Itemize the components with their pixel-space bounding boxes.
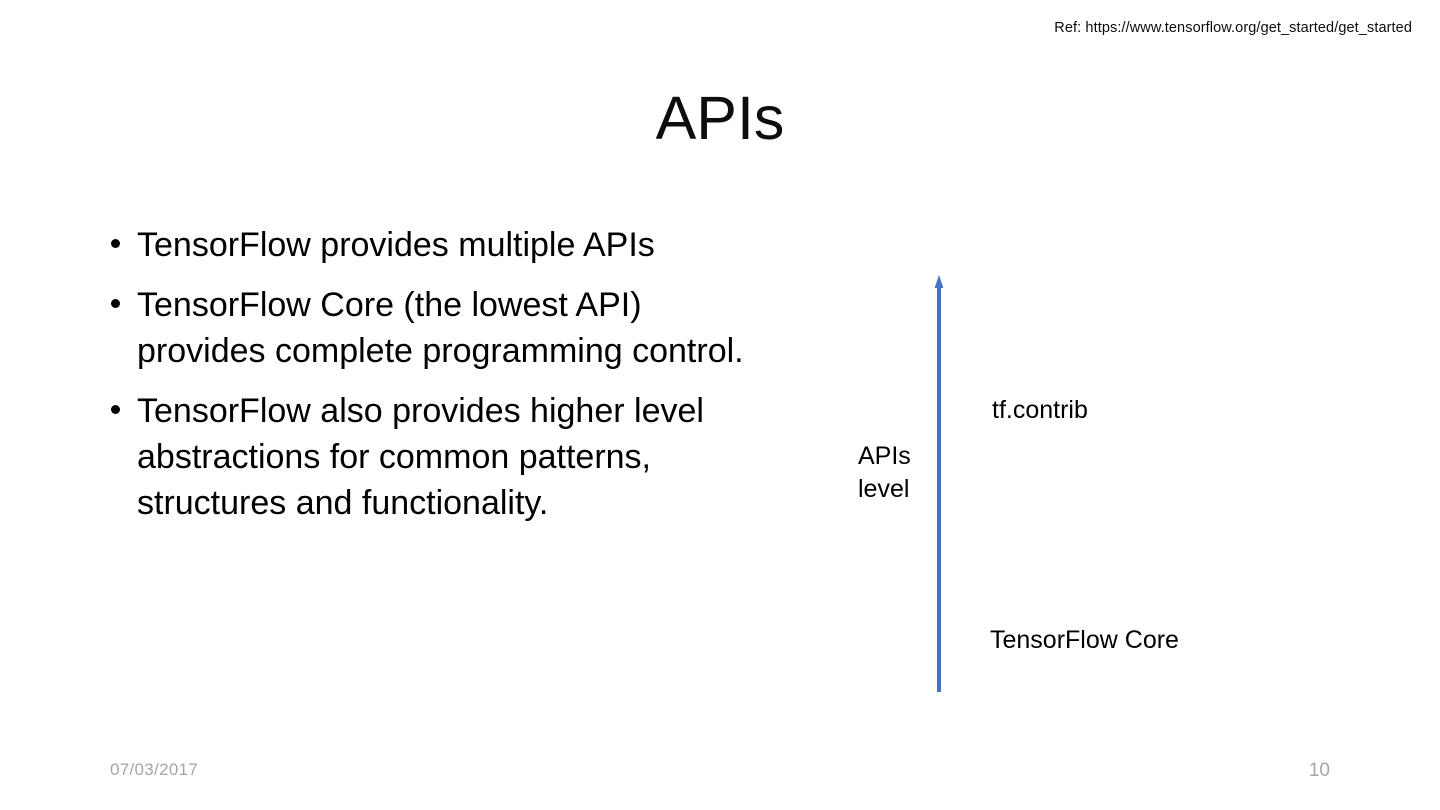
bullet-dot-icon <box>111 299 120 308</box>
footer-page-number: 10 <box>1308 760 1330 781</box>
footer-date: 07/03/2017 <box>110 760 199 779</box>
list-item-text: TensorFlow Core (the lowest API) provide… <box>137 286 744 370</box>
list-item: TensorFlow also provides higher level ab… <box>108 388 768 526</box>
up-arrow-icon <box>934 275 944 692</box>
bullet-list: TensorFlow provides multiple APIs Tensor… <box>108 222 768 526</box>
list-item: TensorFlow provides multiple APIs <box>108 222 768 268</box>
page-title: APIs <box>655 84 785 152</box>
api-levels-diagram: APIs level tf.contrib TensorFlow Core <box>840 275 1260 700</box>
list-item: TensorFlow Core (the lowest API) provide… <box>108 282 768 374</box>
bullet-dot-icon <box>111 405 120 414</box>
tier-label-tf-contrib: tf.contrib <box>992 396 1088 424</box>
bullet-dot-icon <box>111 239 120 248</box>
list-item-text: TensorFlow also provides higher level ab… <box>137 392 704 522</box>
axis-label: APIs level <box>858 440 928 506</box>
reference-note: Ref: https://www.tensorflow.org/get_star… <box>1054 20 1412 36</box>
axis-label-line-2: level <box>858 475 910 503</box>
tier-label-tensorflow-core: TensorFlow Core <box>990 626 1179 654</box>
axis-label-line-1: APIs <box>858 442 911 470</box>
list-item-text: TensorFlow provides multiple APIs <box>137 226 655 264</box>
